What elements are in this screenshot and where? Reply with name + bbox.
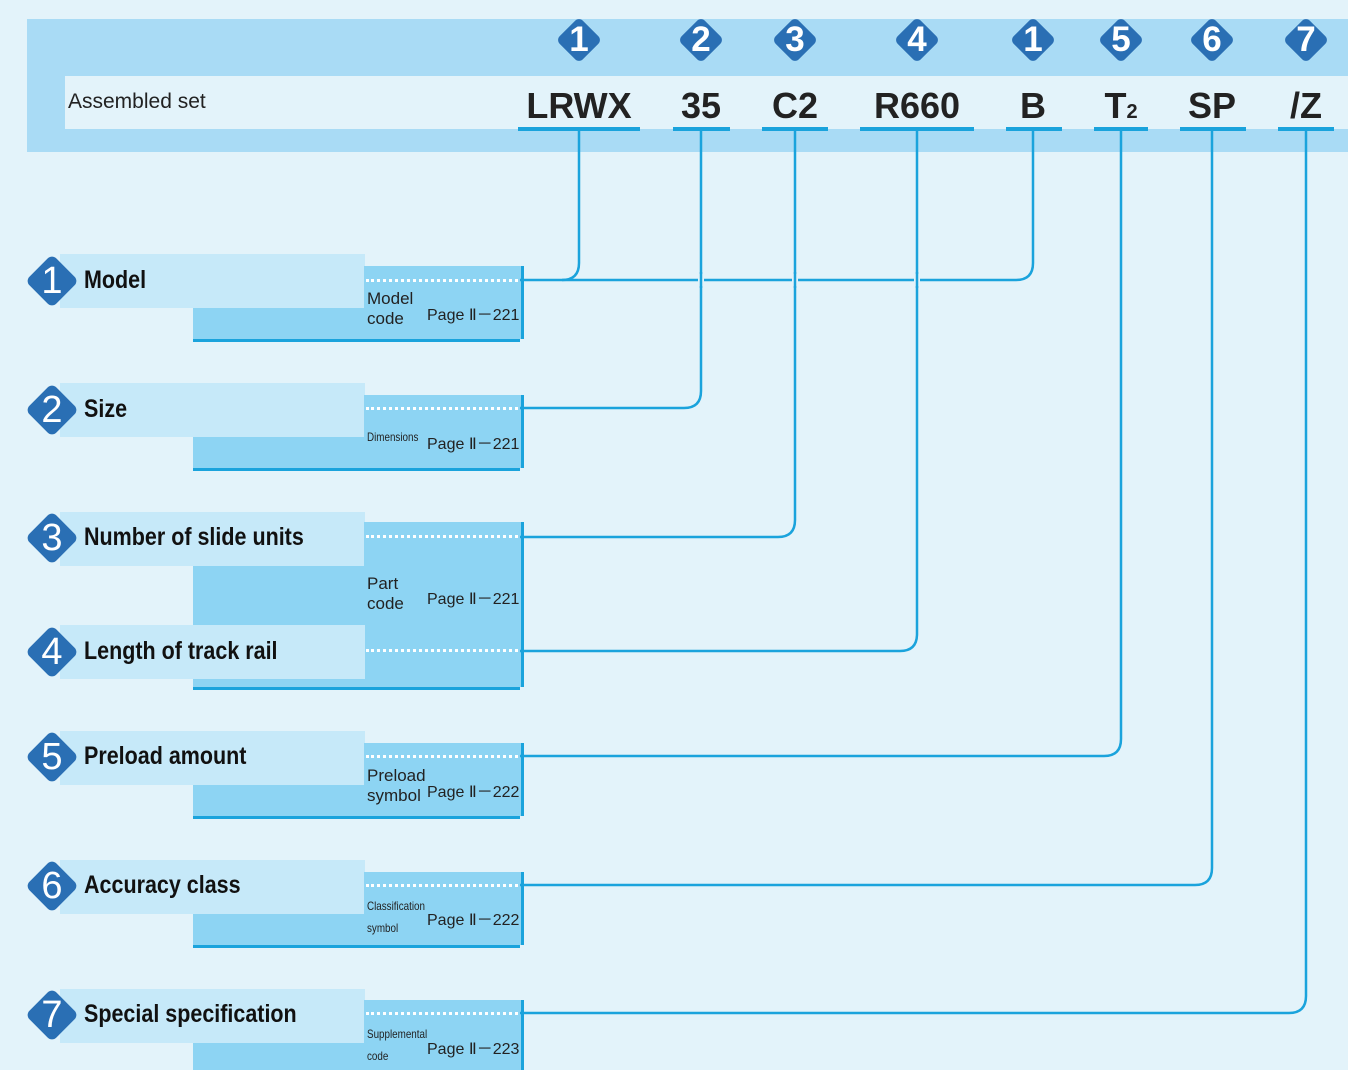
- item-badge-2: 2: [25, 383, 79, 437]
- item-badge-1: 1: [25, 254, 79, 308]
- code-underline: [1006, 127, 1062, 131]
- item-label-model: Model: [84, 266, 147, 294]
- code-badge-1: 1: [555, 16, 603, 64]
- code-underline: [518, 127, 640, 131]
- page-ref-5: Page Ⅱ－222: [427, 784, 520, 801]
- label-box: [60, 383, 365, 437]
- connector-rail-length: [520, 130, 919, 653]
- label-box: [60, 860, 365, 914]
- item-badge-7: 7: [25, 988, 79, 1042]
- code-underline: [1094, 127, 1148, 131]
- code-rail-length: R660: [873, 85, 961, 126]
- item-label-accuracy: Accuracy class: [84, 871, 241, 899]
- code-underline: [673, 127, 730, 131]
- page-ref-6: Page Ⅱ－222: [427, 912, 520, 929]
- category-classification-symbol: Classification symbol: [367, 899, 425, 935]
- code-badge-6: 6: [1188, 16, 1236, 64]
- label-box: [60, 512, 365, 566]
- label-box: [60, 731, 365, 785]
- code-underline: [1278, 127, 1334, 131]
- code-special: /Z: [1290, 85, 1322, 126]
- ref-box: [364, 522, 524, 687]
- code-badge-2: 2: [677, 16, 725, 64]
- item-label-slide-units: Number of slide units: [84, 523, 304, 551]
- code-underline: [860, 127, 974, 131]
- item-label-preload: Preload amount: [84, 742, 247, 770]
- code-slide-units: C2: [771, 85, 819, 126]
- dotted-leader: [366, 279, 518, 282]
- dotted-leader: [366, 755, 518, 758]
- code-model: LRWX: [526, 85, 632, 126]
- label-box: [60, 254, 365, 308]
- assembled-set-label: Assembled set: [68, 90, 206, 113]
- item-badge-5: 5: [25, 730, 79, 784]
- connector-accuracy: [520, 130, 1214, 887]
- page-ref-7: Page Ⅱ－223: [427, 1041, 520, 1058]
- connector-special: [520, 130, 1308, 1015]
- item-label-rail-length: Length of track rail: [84, 637, 278, 665]
- code-badge-4: 4: [893, 16, 941, 64]
- code-preload: T2: [1104, 85, 1138, 126]
- connector-model-suffix: [562, 130, 1035, 282]
- dotted-leader: [366, 407, 518, 410]
- ref-box: [364, 266, 524, 339]
- connector-size: [520, 130, 703, 410]
- header-inner-panel: [65, 76, 1348, 129]
- label-box: [60, 625, 365, 679]
- item-badge-3: 3: [25, 511, 79, 565]
- category-preload-symbol: Preload symbol: [367, 766, 426, 805]
- code-underline: [1180, 127, 1246, 131]
- code-model-suffix: B: [1020, 85, 1046, 126]
- item-badge-4: 4: [25, 625, 79, 679]
- category-dimensions: Dimensions: [367, 430, 419, 444]
- code-accuracy: SP: [1187, 85, 1237, 126]
- code-size: 35: [680, 85, 722, 126]
- item-label-special: Special specification: [84, 1000, 297, 1028]
- connector-preload: [520, 130, 1123, 758]
- item-badge-6: 6: [25, 859, 79, 913]
- connector-model: [520, 130, 581, 282]
- category-part-code: Part code: [367, 574, 404, 613]
- dotted-leader: [366, 535, 518, 538]
- category-model-code: Model code: [367, 289, 414, 328]
- dotted-leader: [366, 884, 518, 887]
- code-underline: [762, 127, 828, 131]
- code-badge-5: 5: [1097, 16, 1145, 64]
- dotted-leader: [366, 649, 518, 652]
- category-supplemental-code: Supplemental code: [367, 1027, 428, 1063]
- connector-slide-units: [520, 130, 797, 539]
- item-label-size: Size: [84, 395, 128, 423]
- code-badge-1b: 1: [1009, 16, 1057, 64]
- label-box: [60, 989, 365, 1043]
- page-ref-3: Page Ⅱ－221: [427, 591, 520, 608]
- code-badge-3: 3: [771, 16, 819, 64]
- code-badge-7: 7: [1282, 16, 1330, 64]
- ref-box: [364, 1000, 524, 1070]
- page-ref-2: Page Ⅱ－221: [427, 436, 520, 453]
- page-ref-1: Page Ⅱ－221: [427, 307, 520, 324]
- dotted-leader: [366, 1012, 518, 1015]
